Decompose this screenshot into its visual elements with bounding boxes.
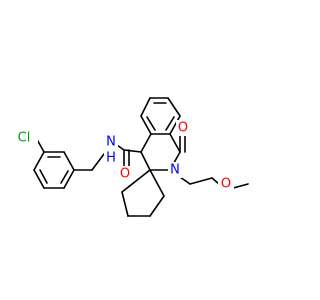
chlorine-atom-label: Cl bbox=[18, 131, 31, 146]
bonds bbox=[33, 97, 249, 217]
bond bbox=[39, 169, 48, 184]
bond bbox=[60, 170, 69, 184]
atom-label-background bbox=[176, 120, 192, 136]
atom-label-background bbox=[104, 150, 118, 166]
amide-nitrogen-label: N bbox=[106, 135, 116, 150]
bond bbox=[149, 195, 165, 217]
amide-oxygen-label: O bbox=[120, 167, 130, 182]
bond bbox=[140, 133, 152, 153]
bond bbox=[140, 115, 152, 135]
molecule-structure: Cl N H O O N O bbox=[8, 97, 249, 217]
bond bbox=[169, 115, 181, 135]
bond bbox=[165, 116, 175, 131]
atom-labels: Cl N H O O N O bbox=[8, 120, 234, 192]
bond bbox=[140, 97, 151, 117]
ether-oxygen-label: O bbox=[221, 177, 231, 192]
atom-label-background bbox=[104, 134, 118, 150]
amide-hydrogen-label: H bbox=[106, 151, 116, 166]
bond bbox=[63, 169, 75, 189]
atom-label-background bbox=[168, 162, 182, 178]
bond bbox=[140, 151, 151, 171]
bond bbox=[189, 177, 213, 185]
bond bbox=[91, 153, 105, 171]
lactam-oxygen-label: O bbox=[178, 121, 188, 136]
bond bbox=[167, 97, 181, 117]
bond bbox=[121, 191, 129, 217]
atom-label-background bbox=[8, 130, 38, 146]
atom-label-background bbox=[218, 176, 234, 192]
bond bbox=[63, 151, 75, 171]
bond bbox=[33, 169, 45, 189]
atom-label-background bbox=[117, 166, 133, 182]
bond bbox=[146, 116, 156, 131]
bond bbox=[33, 151, 45, 171]
lactam-nitrogen-label: N bbox=[170, 163, 180, 178]
bond bbox=[169, 133, 181, 153]
bond bbox=[149, 169, 165, 197]
bond bbox=[121, 169, 151, 193]
bond bbox=[123, 149, 142, 153]
